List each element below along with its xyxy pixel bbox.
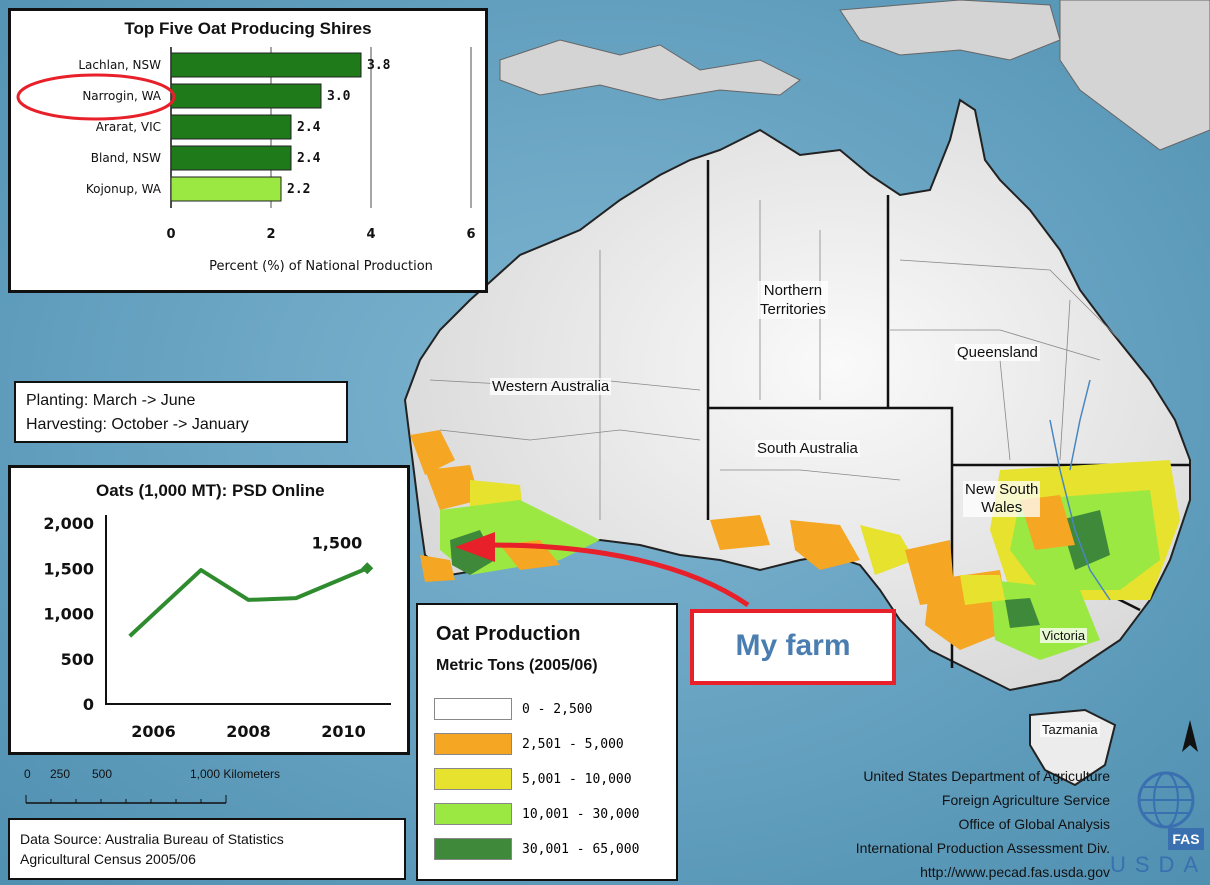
bar-chart-title: Top Five Oat Producing Shires (124, 19, 372, 38)
legend-swatch (434, 768, 512, 790)
legend-swatch (434, 733, 512, 755)
legend-label: 30,001 - 65,000 (522, 841, 640, 857)
line-chart-svg: 2,000 1,500 1,000 500 0 2006 2008 2010 1,500 (43, 514, 391, 741)
landmass-north-islands (499, 0, 1210, 151)
legend-item: 10,001 - 30,000 (434, 803, 639, 825)
my-farm-callout: My farm (690, 609, 896, 685)
bar-value-label: 2.4 (297, 151, 321, 166)
credit-line-4: International Production Assessment Div. (855, 840, 1110, 856)
data-source-line1: Data Source: Australia Bureau of Statist… (20, 831, 284, 847)
region-label-nsw: New South Wales (963, 481, 1041, 517)
production-wa (410, 430, 600, 582)
data-source-panel: Data Source: Australia Bureau of Statist… (8, 818, 406, 880)
scale-ticks (25, 795, 227, 804)
bar-5 (170, 176, 282, 202)
scale-label-250: 250 (50, 767, 71, 781)
bar-category-label: Kojonup, WA (86, 182, 162, 196)
legend-item: 30,001 - 65,000 (434, 838, 639, 860)
line-x-tick-label: 2006 (131, 722, 176, 741)
bar-1 (170, 52, 362, 78)
legend-item: 5,001 - 10,000 (434, 768, 632, 790)
legend-title: Oat Production (436, 623, 581, 645)
bar-x-tick-label: 4 (366, 227, 375, 242)
region-label-tas: Tazmania (1040, 722, 1100, 737)
usda-logo: FAS USDA (1110, 770, 1208, 882)
oat-production-legend: Oat Production Metric Tons (2005/06) 0 -… (416, 603, 678, 881)
line-y-tick-label: 1,500 (43, 559, 94, 578)
credit-url-link[interactable]: http://www.pecad.fas.usda.gov (920, 864, 1110, 880)
scale-label-500: 500 (92, 767, 113, 781)
line-x-tick-label: 2010 (321, 722, 366, 741)
bar-x-tick-label: 2 (266, 227, 275, 242)
bar-category-label: Narrogin, WA (82, 89, 161, 103)
top-shires-chart-panel: Top Five Oat Producing Shires Lachlan, N… (8, 8, 488, 293)
oats-series-line (128, 566, 369, 638)
line-y-tick-label: 1,000 (43, 605, 94, 624)
bar-value-label: 3.8 (367, 58, 391, 73)
data-source-line2: Agricultural Census 2005/06 (20, 851, 196, 867)
legend-swatch (434, 803, 512, 825)
rivers (1049, 379, 1111, 601)
credits-block: United States Department of Agriculture … (720, 768, 1110, 883)
line-y-tick-label: 500 (61, 650, 94, 669)
credit-line-3: Office of Global Analysis (958, 816, 1110, 832)
region-label-vic: Victoria (1040, 628, 1088, 643)
bar-3 (170, 114, 292, 140)
bar-category-label: Lachlan, NSW (78, 58, 161, 72)
north-arrow-icon (1182, 720, 1198, 752)
region-label-nt: Northern Territories (758, 281, 828, 319)
scale-label-1000: 1,000 Kilometers (190, 767, 281, 781)
line-y-tick-label: 0 (83, 695, 94, 714)
usda-text: USDA (1110, 852, 1208, 877)
region-label-nsw-line2: Wales (981, 499, 1023, 516)
line-chart-axes (105, 515, 391, 705)
legend-swatch (434, 838, 512, 860)
legend-item: 0 - 2,500 (434, 698, 592, 720)
planting-text: Planting: March -> June (26, 392, 196, 409)
bar-value-label: 2.2 (287, 182, 310, 197)
region-label-qld: Queensland (955, 344, 1040, 361)
globe-icon (1137, 771, 1195, 829)
region-label-nsw-line1: New South (965, 481, 1039, 498)
scale-bar: 0 250 500 1,000 Kilometers (14, 763, 344, 813)
season-panel: Planting: March -> June Harvesting: Octo… (14, 381, 348, 443)
credit-line-1: United States Department of Agriculture (863, 768, 1110, 784)
line-x-tick-label: 2008 (226, 722, 271, 741)
region-label-nt-line2: Territories (760, 301, 826, 318)
legend-label: 10,001 - 30,000 (522, 806, 640, 822)
my-farm-text: My farm (735, 629, 851, 662)
oats-line-chart-panel: Oats (1,000 MT): PSD Online 2,000 1,500 1,… (8, 465, 410, 755)
region-label-wa: Western Australia (490, 378, 612, 395)
legend-subtitle: Metric Tons (2005/06) (436, 657, 598, 674)
region-label-nt-line1: Northern (763, 282, 823, 299)
bar-category-label: Bland, NSW (91, 151, 161, 165)
bar-value-label: 3.0 (327, 89, 351, 104)
legend-label: 0 - 2,500 (522, 701, 593, 717)
scale-label-0: 0 (24, 767, 31, 781)
line-chart-title: Oats (1,000 MT): PSD Online (96, 481, 325, 500)
bar-value-label: 2.4 (297, 120, 321, 135)
bar-4 (170, 145, 292, 171)
bar-2 (170, 83, 322, 109)
series-end-marker (361, 562, 374, 575)
fas-badge: FAS (1168, 828, 1204, 850)
legend-item: 2,501 - 5,000 (434, 733, 624, 755)
bar-x-tick-label: 0 (166, 227, 175, 242)
callout-arrow (455, 532, 750, 608)
bar-x-axis-label: Percent (%) of National Production (209, 259, 433, 274)
bar-x-tick-label: 6 (466, 227, 475, 242)
series-end-label: 1,500 (312, 533, 363, 552)
legend-swatch (434, 698, 512, 720)
legend-label: 2,501 - 5,000 (522, 736, 624, 752)
legend-label: 5,001 - 10,000 (522, 771, 632, 787)
credit-line-2: Foreign Agriculture Service (941, 792, 1110, 808)
line-y-tick-label: 2,000 (43, 514, 94, 533)
bar-category-label: Ararat, VIC (96, 120, 161, 134)
region-label-sa: South Australia (755, 440, 860, 457)
harvesting-text: Harvesting: October -> January (26, 416, 249, 433)
